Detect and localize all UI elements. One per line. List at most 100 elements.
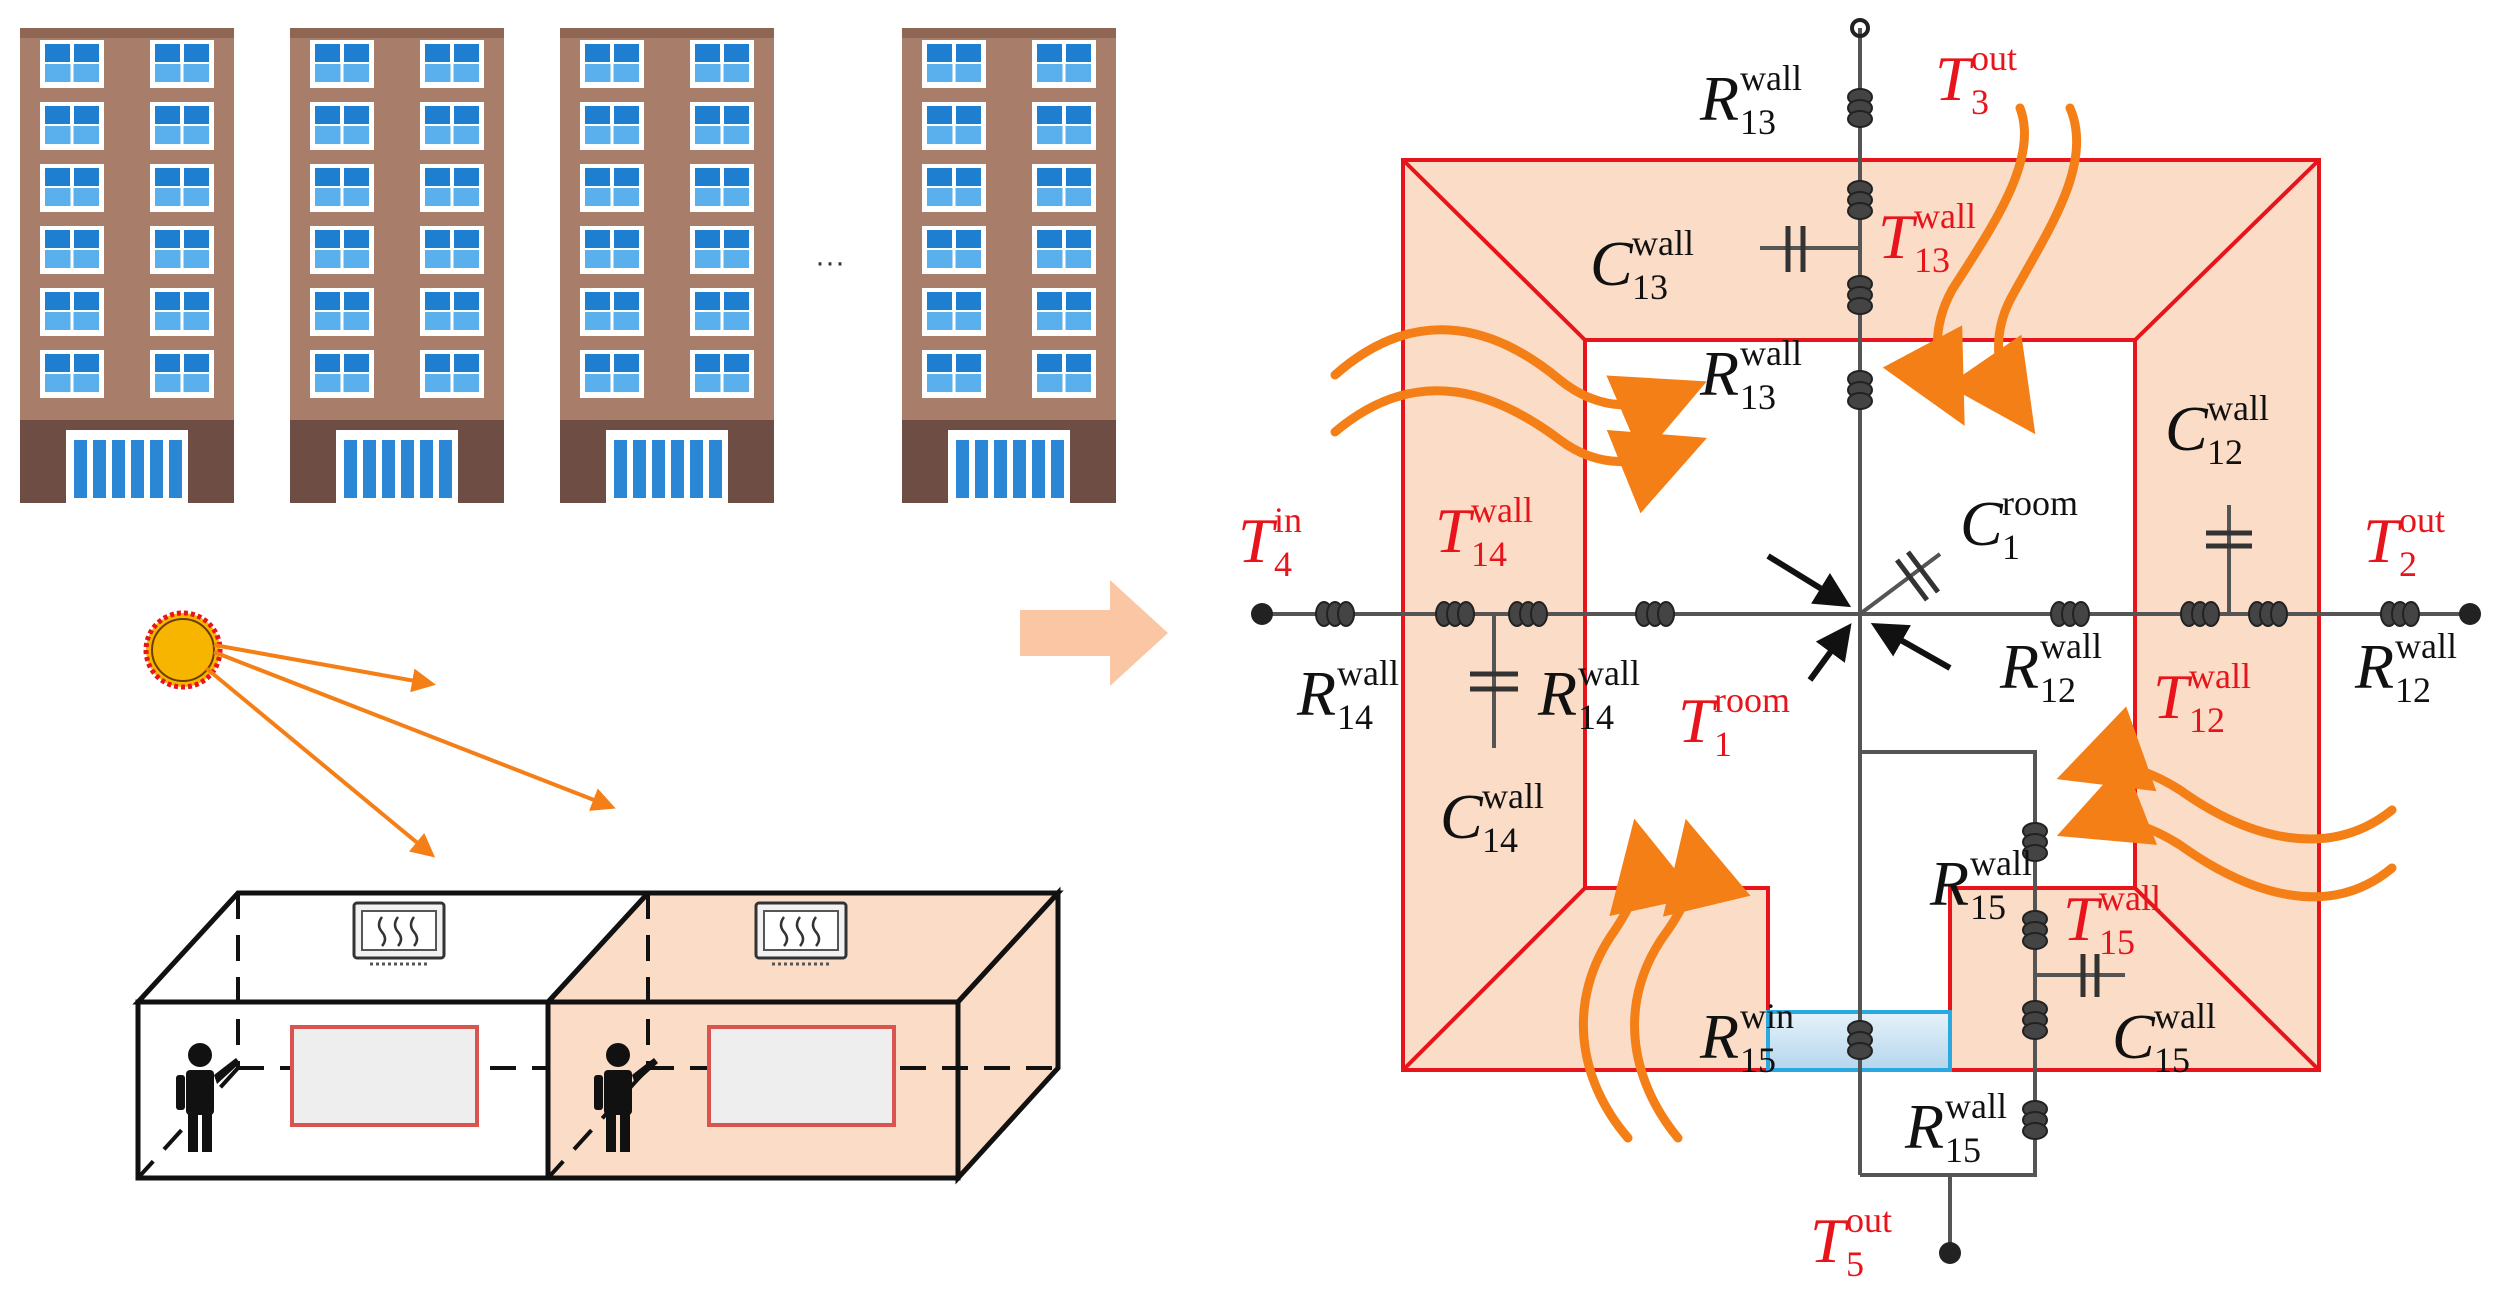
- label-symbol: R: [1699, 63, 1739, 134]
- label-superscript: wall: [1740, 58, 1802, 98]
- label-superscript: wall: [1578, 653, 1640, 693]
- resistor-coil: [2180, 601, 2220, 627]
- label-symbol: T: [2363, 505, 2403, 576]
- capacitor-symbols: [1470, 226, 2252, 997]
- rooms-box: [132, 886, 1064, 1185]
- label-symbol: C: [2112, 1001, 2156, 1072]
- building-icon: [902, 28, 1116, 503]
- label-subscript: 12: [2040, 670, 2076, 710]
- label-symbol: T: [1678, 685, 1718, 756]
- label-symbol: C: [1440, 781, 1484, 852]
- heater-icon: [352, 901, 446, 966]
- label-subscript: 13: [1740, 102, 1776, 142]
- resistor-coil: [1847, 1020, 1873, 1060]
- label-superscript: wall: [1970, 843, 2032, 883]
- label-subscript: 1: [2002, 527, 2020, 567]
- label-symbol: T: [1238, 505, 1278, 576]
- building-icon: [560, 28, 774, 503]
- label-subscript: 3: [1971, 82, 1989, 122]
- resistor-coil: [1315, 601, 1355, 627]
- terminal-dots: [1251, 18, 2481, 1264]
- label-symbol: R: [1537, 658, 1577, 729]
- heat-flow-arrows: [1330, 103, 2397, 1143]
- resistor-coil: [2022, 822, 2048, 862]
- label-symbol: C: [2165, 393, 2209, 464]
- label-superscript: wall: [1945, 1086, 2007, 1126]
- label-symbol: T: [2063, 883, 2103, 954]
- label-subscript: 15: [2154, 1040, 2190, 1080]
- label-superscript: out: [1971, 38, 2017, 78]
- label-symbol: R: [1999, 631, 2039, 702]
- resistor-coil: [2022, 910, 2048, 950]
- label-superscript: wall: [1471, 490, 1533, 530]
- label-superscript: wall: [1632, 223, 1694, 263]
- sun-icon: [143, 610, 223, 690]
- resistor-coil: [1847, 275, 1873, 315]
- label-superscript: wall: [1482, 776, 1544, 816]
- label-subscript: 12: [2189, 700, 2225, 740]
- resistor-coil: [1435, 601, 1475, 627]
- label-superscript: win: [1740, 996, 1794, 1036]
- label-symbol: R: [1699, 338, 1739, 409]
- resistor-coil: [2022, 1100, 2048, 1140]
- label-subscript: 15: [1945, 1130, 1981, 1170]
- resistor-coil: [1635, 601, 1675, 627]
- label-subscript: 4: [1274, 544, 1292, 584]
- label-symbol: R: [1929, 848, 1969, 919]
- heater-icon: [754, 901, 848, 966]
- resistor-coil: [2022, 1000, 2048, 1040]
- label-subscript: 13: [1740, 377, 1776, 417]
- resistor-coil: [2380, 601, 2420, 627]
- label-subscript: 14: [1337, 697, 1373, 737]
- label-symbol: T: [1435, 495, 1475, 566]
- ellipsis-text: ···: [815, 246, 845, 279]
- label-superscript: wall: [2189, 656, 2251, 696]
- label-subscript: 15: [2099, 922, 2135, 962]
- resistor-coil: [1508, 601, 1548, 627]
- node-arrows: [1766, 553, 1952, 682]
- label-subscript: 1: [1714, 724, 1732, 764]
- label-superscript: wall: [2154, 996, 2216, 1036]
- resistor-coil: [1847, 370, 1873, 410]
- label-superscript: in: [1274, 500, 1302, 540]
- label-superscript: wall: [1740, 333, 1802, 373]
- sun-rays: [204, 643, 616, 858]
- buildings-group: [20, 28, 1116, 503]
- label-symbol: R: [1904, 1091, 1944, 1162]
- label-symbol: T: [1935, 43, 1975, 114]
- label-subscript: 5: [1846, 1244, 1864, 1284]
- label-subscript: 13: [1914, 240, 1950, 280]
- label-superscript: out: [2399, 500, 2445, 540]
- label-superscript: out: [1846, 1200, 1892, 1240]
- label-subscript: 13: [1632, 267, 1668, 307]
- resistor-coil: [1847, 88, 1873, 128]
- person-icon: [594, 1043, 658, 1152]
- label-subscript: 14: [1471, 534, 1507, 574]
- label-subscript: 2: [2399, 544, 2417, 584]
- resistor-coil: [2050, 601, 2090, 627]
- label-subscript: 14: [1482, 820, 1518, 860]
- label-superscript: wall: [2207, 388, 2269, 428]
- label-symbol: T: [1878, 201, 1918, 272]
- building-icon: [290, 28, 504, 503]
- resistor-coil: [2248, 601, 2288, 627]
- label-superscript: wall: [2395, 626, 2457, 666]
